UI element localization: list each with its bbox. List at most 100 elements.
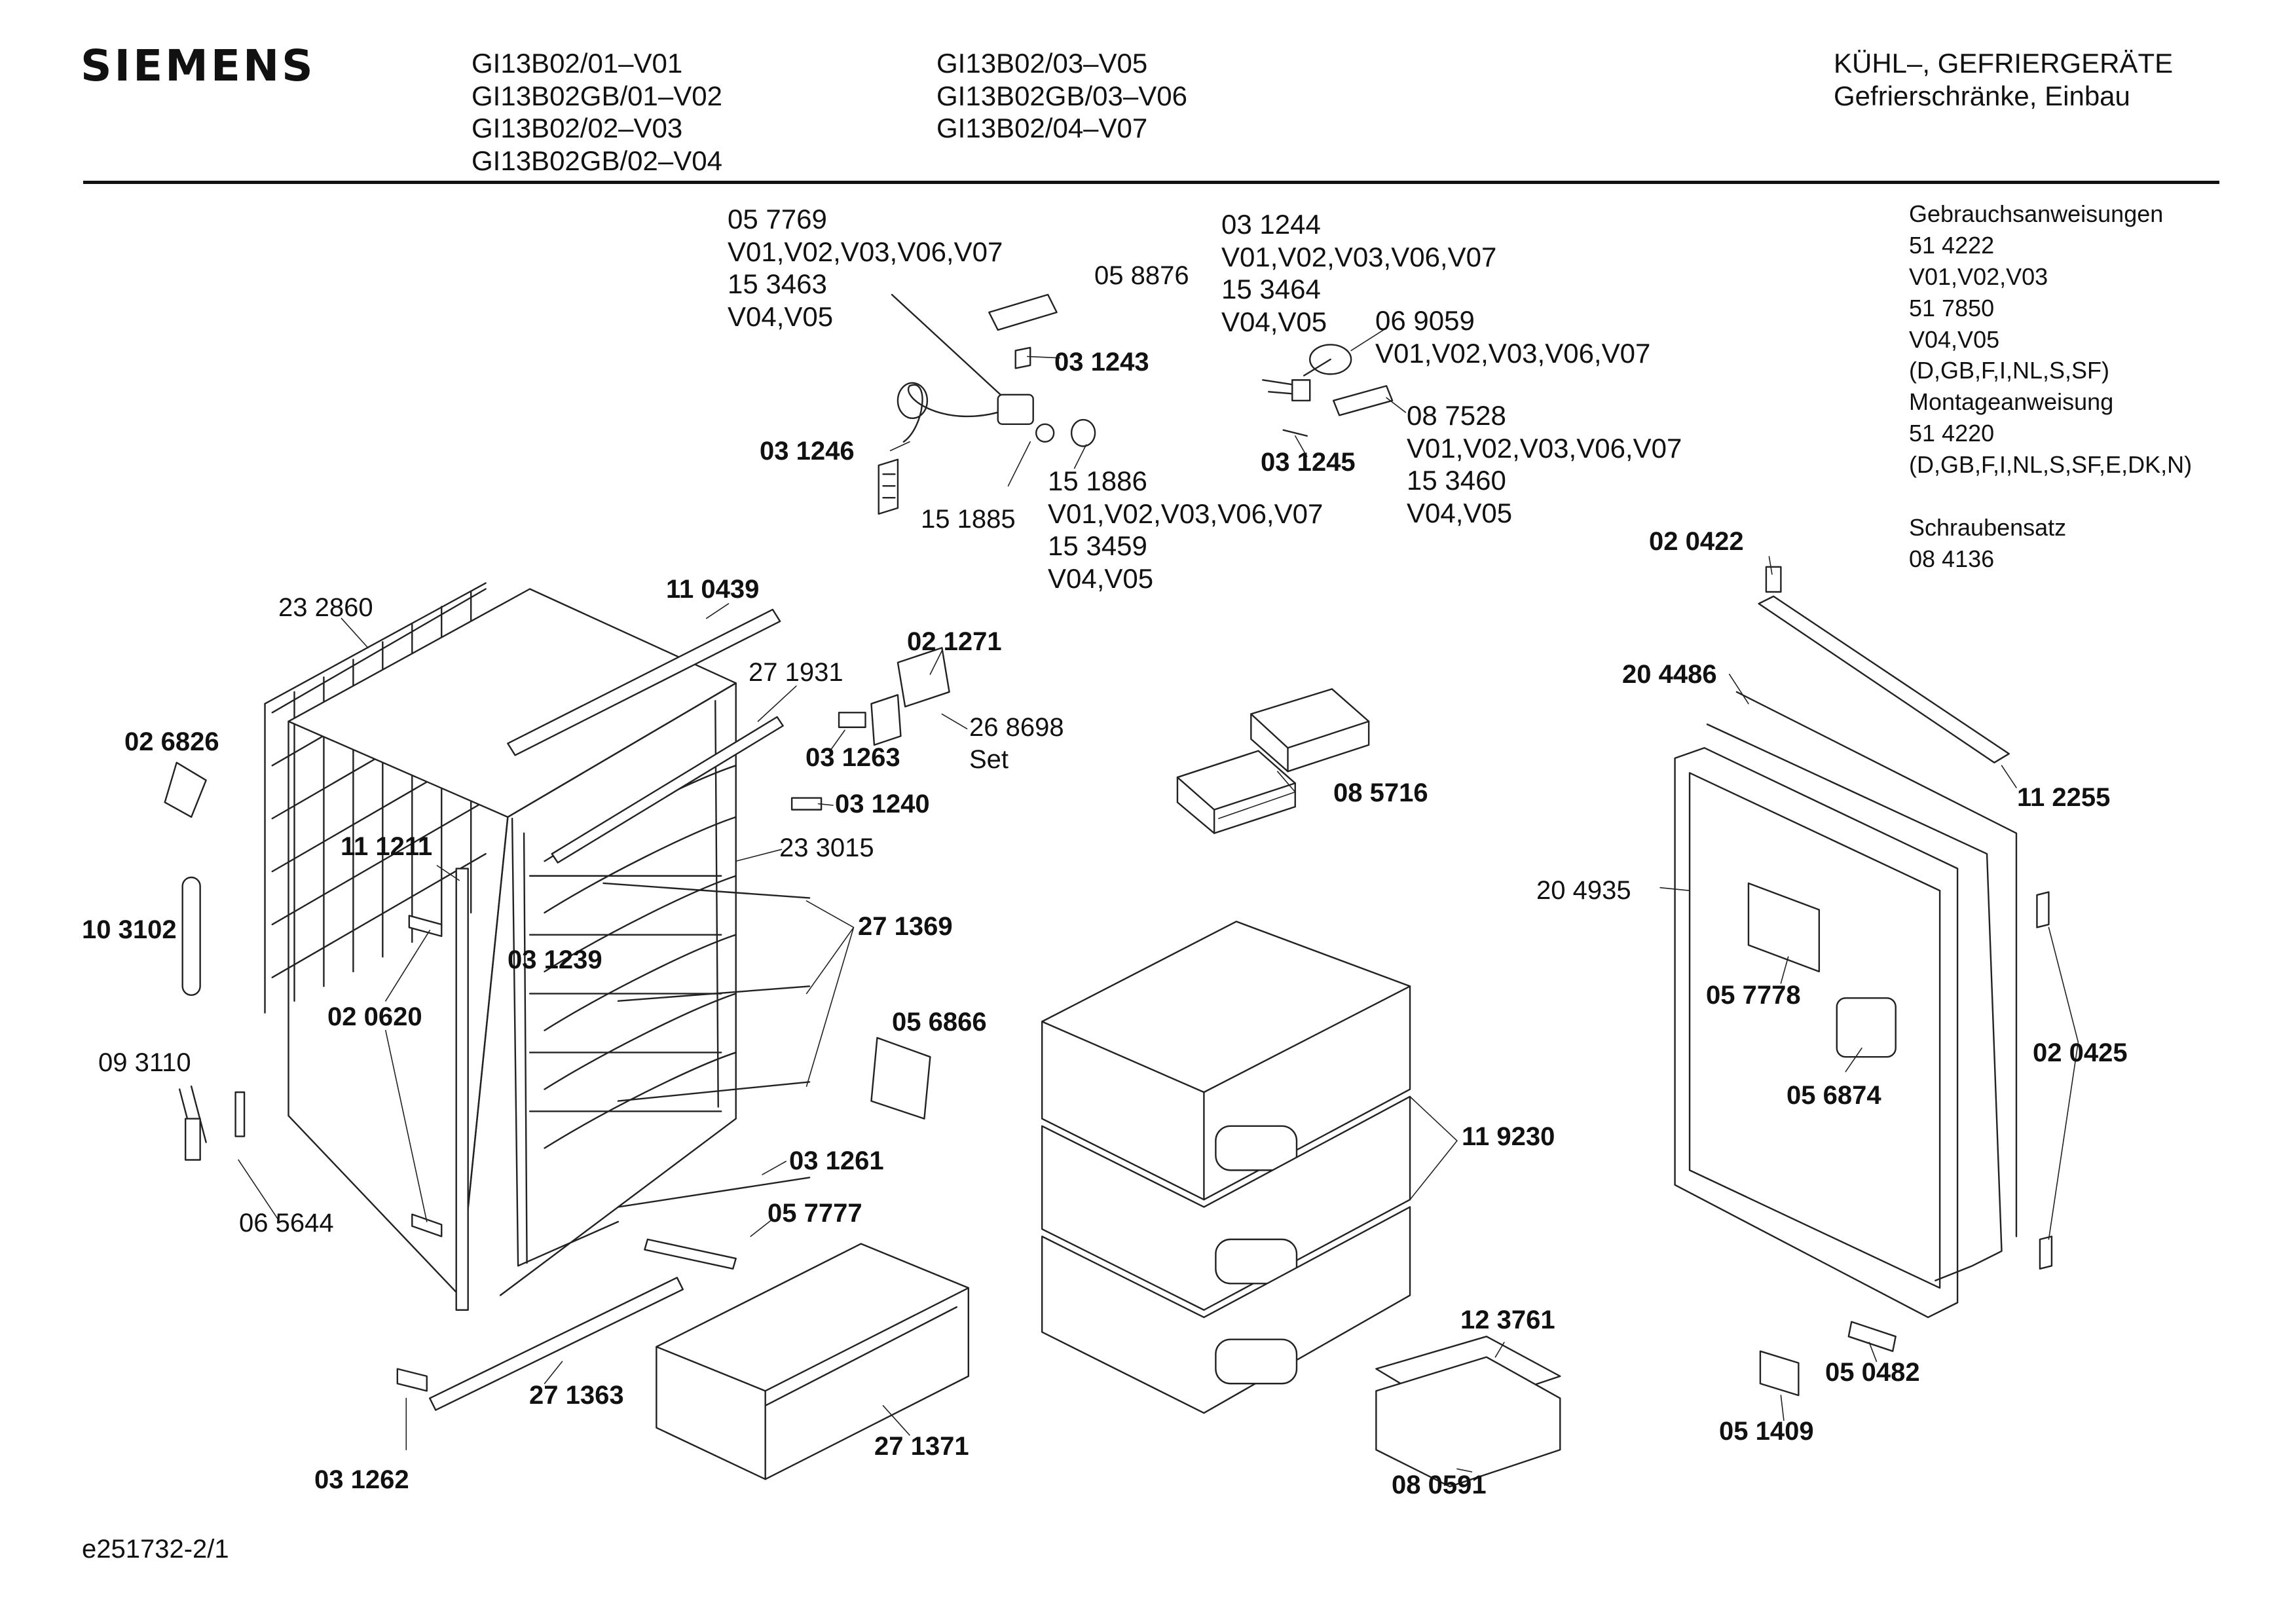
install-number: 51 4220	[1909, 420, 1995, 447]
install-languages: (D,GB,F,I,NL,S,SF,E,DK,N)	[1909, 451, 2193, 478]
part-number: 15 3460	[1407, 465, 1506, 496]
part-label: 10 3102	[82, 915, 177, 944]
manual-number: 51 7850	[1909, 294, 1995, 321]
model-number: GI13B02GB/03–V06	[936, 80, 1187, 111]
cabinet-body	[288, 589, 735, 1310]
lamp-cover-label: 06 9059 V01,V02,V03,V06,V07	[1375, 304, 1650, 369]
version-list: V04,V05	[728, 301, 834, 332]
part-label: 03 1263	[805, 743, 900, 772]
part-label: 02 0425	[2033, 1038, 2128, 1067]
lamp-part-label: 03 1244 V01,V02,V03,V06,V07 15 3464 V04,…	[1221, 208, 1496, 338]
part-number: 15 3464	[1221, 274, 1321, 305]
bottom-drawer	[398, 1038, 969, 1479]
ice-tray	[1376, 1336, 1560, 1486]
manual-title: Gebrauchsanweisungen	[1909, 200, 2164, 227]
version-list: V04,V05	[1221, 306, 1327, 337]
brand-logo: SIEMENS	[81, 41, 316, 91]
part-label: 03 1261	[789, 1146, 884, 1175]
rails	[165, 610, 950, 1236]
part-label: 03 1243	[1054, 348, 1149, 376]
part-label: 05 0482	[1825, 1358, 1920, 1387]
model-number: GI13B02/01–V01	[472, 48, 683, 79]
version-list: V01,V02,V03,V06,V07	[728, 236, 1003, 267]
screws-number: 08 4136	[1909, 545, 1995, 572]
part-label: 03 1240	[835, 790, 930, 818]
part-label: 27 1369	[858, 912, 953, 941]
drawer-stack	[1042, 921, 1410, 1413]
part-label: 05 1409	[1719, 1417, 1814, 1446]
part-label: 05 7777	[768, 1199, 862, 1228]
part-label: 08 5716	[1333, 779, 1428, 807]
model-list-col2: GI13B02/03–V05 GI13B02GB/03–V06 GI13B02/…	[936, 47, 1187, 145]
part-label: 11 9230	[1462, 1122, 1555, 1151]
part-label: 11 0439	[666, 575, 760, 604]
part-label: 27 1931	[749, 658, 843, 687]
part-number: 08 7528	[1407, 400, 1506, 431]
part-label: 09 3110	[98, 1048, 191, 1077]
part-label: 02 1271	[907, 627, 1002, 656]
manual-languages: (D,GB,F,I,NL,S,SF)	[1909, 357, 2110, 384]
part-label: 06 5644	[239, 1209, 334, 1237]
part-number: 15 3463	[728, 268, 827, 300]
knob-part-label: 15 1886 V01,V02,V03,V06,V07 15 3459 V04,…	[1048, 465, 1323, 595]
model-number: GI13B02GB/01–V02	[472, 80, 722, 111]
part-label: 15 1885	[921, 505, 1016, 534]
part-label: 03 1246	[760, 437, 855, 466]
part-label: 03 1262	[314, 1465, 409, 1494]
part-label: 03 1239	[508, 945, 602, 974]
version-list: V04,V05	[1407, 497, 1513, 528]
part-label: 27 1371	[874, 1432, 969, 1461]
part-label: 20 4935	[1536, 876, 1631, 905]
part-label: 11 1211	[341, 832, 433, 861]
part-label: 05 8876	[1094, 261, 1189, 290]
manual-versions: V04,V05	[1909, 325, 2000, 353]
part-label: 20 4486	[1622, 660, 1717, 689]
part-number: 15 1886	[1048, 466, 1147, 496]
part-label: 23 3015	[779, 833, 874, 862]
category-title: KÜHL–, GEFRIERGERÄTE	[1834, 48, 2174, 79]
version-list: V01,V02,V03,V06,V07	[1048, 498, 1324, 529]
part-label: 05 7778	[1706, 981, 1801, 1010]
part-label: Set	[969, 745, 1009, 774]
version-list: V04,V05	[1048, 562, 1154, 594]
category-subtitle: Gefrierschränke, Einbau	[1834, 80, 2130, 111]
model-number: GI13B02GB/02–V04	[472, 145, 722, 176]
document-info: Gebrauchsanweisungen 51 4222 V01,V02,V03…	[1909, 198, 2192, 575]
part-label: 27 1363	[529, 1381, 624, 1410]
part-number: 03 1244	[1221, 209, 1321, 240]
part-label: 03 1245	[1261, 448, 1356, 477]
version-list: V01,V02,V03,V06,V07	[1221, 241, 1497, 272]
part-label: 02 6826	[124, 727, 219, 756]
part-label: 05 6874	[1787, 1081, 1881, 1110]
model-number: GI13B02/03–V05	[936, 48, 1148, 79]
part-label: 02 0620	[327, 1002, 422, 1031]
model-number: GI13B02/02–V03	[472, 113, 683, 144]
version-list: V01,V02,V03,V06,V07	[1407, 432, 1682, 464]
part-number: 05 7769	[728, 204, 827, 234]
part-label: 26 8698	[969, 713, 1064, 742]
part-number: 15 3459	[1048, 530, 1147, 562]
category-block: KÜHL–, GEFRIERGERÄTE Gefrierschränke, Ei…	[1834, 47, 2173, 112]
drawing-code: e251732-2/1	[82, 1535, 229, 1564]
header-rule	[83, 181, 2219, 184]
part-number: 06 9059	[1375, 305, 1475, 336]
model-number: GI13B02/04–V07	[936, 113, 1148, 144]
lamp-holder-label: 08 7528 V01,V02,V03,V06,V07 15 3460 V04,…	[1407, 399, 1682, 529]
door-assembly	[1675, 567, 2052, 1395]
part-label: 05 6866	[892, 1008, 987, 1036]
part-label: 08 0591	[1392, 1471, 1487, 1499]
thermostat-part-label: 05 7769 V01,V02,V03,V06,V07 15 3463 V04,…	[728, 203, 1003, 333]
model-list-col1: GI13B02/01–V01 GI13B02GB/01–V02 GI13B02/…	[472, 47, 722, 177]
manual-number: 51 4222	[1909, 231, 1995, 259]
manual-versions: V01,V02,V03	[1909, 263, 2048, 290]
version-list: V01,V02,V03,V06,V07	[1375, 337, 1651, 369]
leader-lines	[238, 330, 2078, 1472]
thermostat-assembly	[879, 295, 1095, 514]
part-label: 02 0422	[1649, 527, 1744, 556]
part-label: 11 2255	[2017, 783, 2111, 812]
screws-title: Schraubensatz	[1909, 513, 2067, 541]
install-title: Montageanweisung	[1909, 388, 2114, 416]
part-label: 23 2860	[278, 593, 373, 622]
part-label: 12 3761	[1460, 1306, 1555, 1334]
